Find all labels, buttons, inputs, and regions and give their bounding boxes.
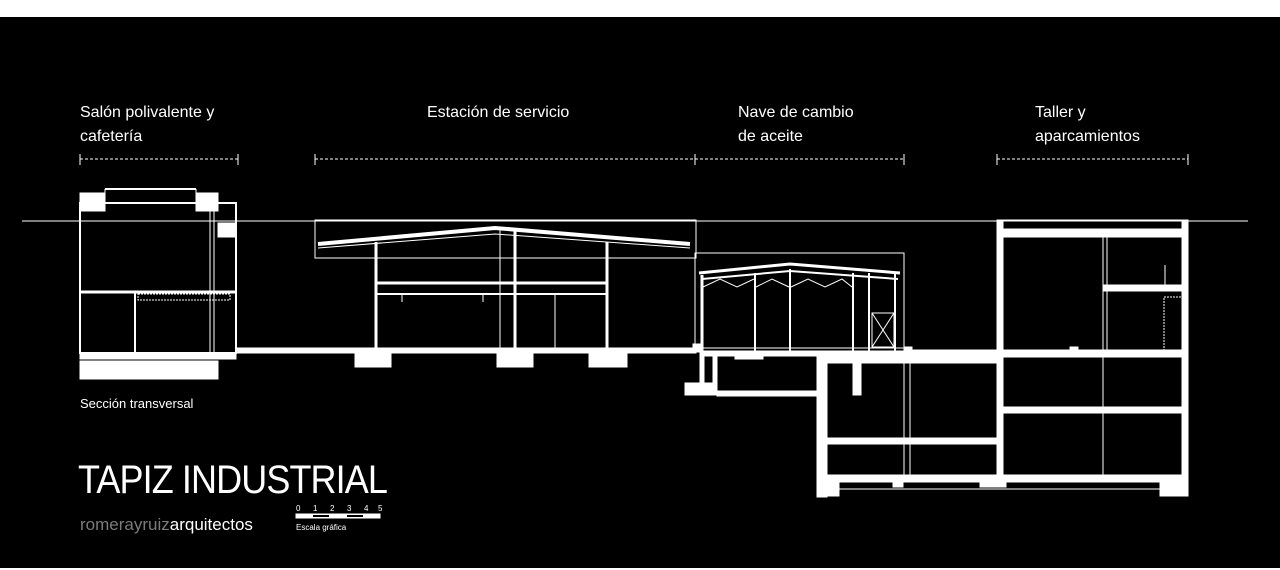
- scale-label: Escala gráfica: [296, 523, 347, 532]
- scale-tick-5: 5: [378, 504, 383, 513]
- taller-building: [816, 219, 1189, 498]
- firm-name-part1: romerayruiz: [80, 515, 170, 534]
- zone-label-estacion: Estación de servicio: [427, 104, 570, 121]
- salon-building: [79, 188, 237, 380]
- dimension-line-taller: [996, 154, 1189, 165]
- scale-tick-1: 1: [313, 504, 318, 513]
- zone-label-salon: Salón polivalente y cafetería: [80, 104, 215, 145]
- drawing-sheet: 0 1 2 3 4 5 Salón polivalente y cafeterí…: [0, 17, 1280, 568]
- scale-tick-2: 2: [330, 504, 335, 513]
- scale-tick-3: 3: [347, 504, 352, 513]
- dimension-line-estacion: [314, 154, 696, 165]
- zone-label-nave: Nave de cambio de aceite: [738, 104, 854, 145]
- firm-name-part2: arquitectos: [169, 515, 253, 534]
- zone-label-taller: Taller y aparcamientos: [1035, 104, 1140, 145]
- firm-name: romerayruizarquitectos: [80, 515, 253, 535]
- scale-tick-0: 0: [296, 504, 301, 513]
- dimension-line-nave: [695, 154, 905, 165]
- cross-section-drawing: 0 1 2 3 4 5: [22, 154, 1248, 519]
- ground-slab: [235, 347, 697, 354]
- scale-bar: [295, 513, 381, 519]
- section-caption: Sección transversal: [80, 396, 194, 411]
- nave-building: [684, 252, 913, 397]
- estacion-building: [314, 219, 697, 368]
- project-title: TAPIZ INDUSTRIAL: [78, 458, 388, 502]
- scale-tick-4: 4: [364, 504, 369, 513]
- dimension-line-salon: [79, 154, 239, 165]
